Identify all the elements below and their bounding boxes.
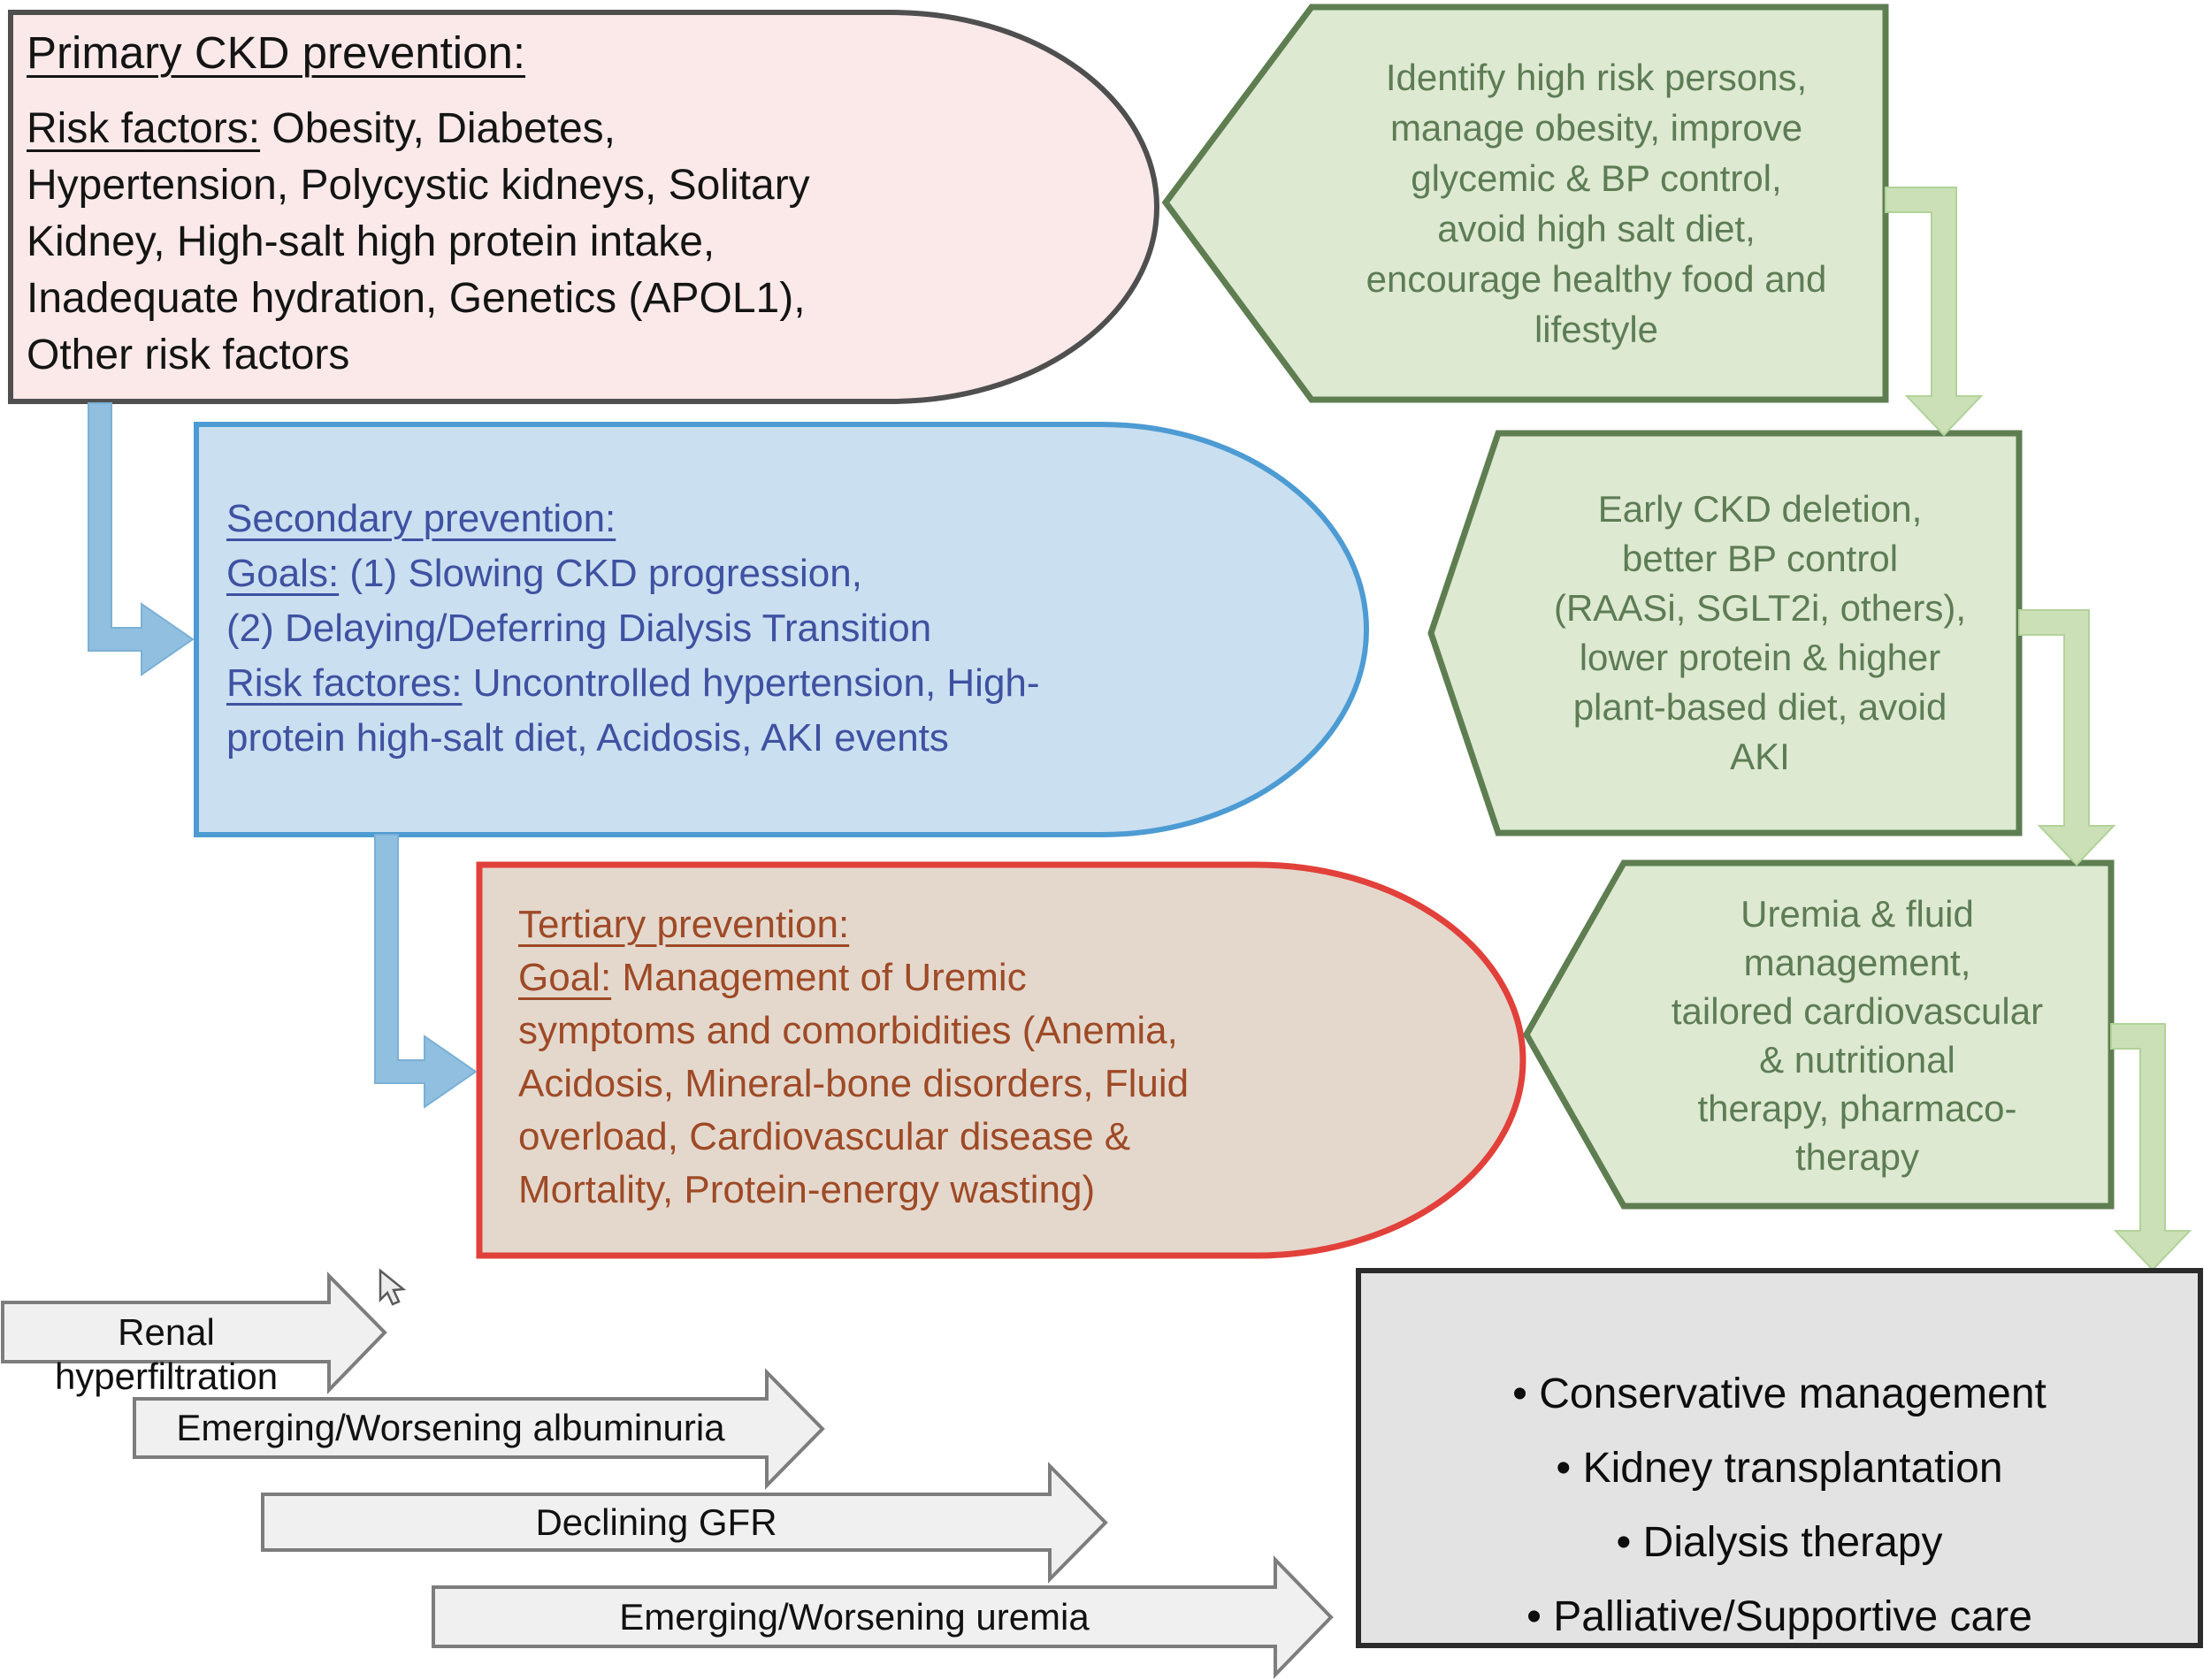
hex-line: management, xyxy=(1743,942,1971,983)
hex-line: Identify high risk persons, xyxy=(1385,57,1808,98)
hex-line: lifestyle xyxy=(1534,309,1659,350)
hex-line: AKI xyxy=(1730,736,1790,777)
outcome-item: • Dialysis therapy xyxy=(1616,1519,1943,1566)
tertiary-title: Tertiary prevention: xyxy=(518,903,850,946)
stage-arrow-3-shape xyxy=(261,1462,1108,1584)
hex-line: tailored cardiovascular xyxy=(1671,990,2044,1032)
stage-arrow-3-label: Declining GFR xyxy=(535,1501,777,1543)
green-arrow-1-icon xyxy=(1885,187,1984,437)
tertiary-line: symptoms and comorbidities (Anemia, xyxy=(518,1009,1178,1052)
tertiary-prevention-text: Tertiary prevention: Goal: Management of… xyxy=(518,898,1526,1217)
stage-arrow-1-shape xyxy=(1,1271,387,1394)
stage-arrow-1-label: Renal hyperfiltration xyxy=(54,1311,279,1397)
tertiary-line: Acidosis, Mineral-bone disorders, Fluid xyxy=(518,1062,1190,1105)
secondary-prevention-shape xyxy=(194,422,1369,837)
hex-line: manage obesity, improve xyxy=(1389,107,1803,149)
outcome-item: • Palliative/Supportive care xyxy=(1526,1593,2032,1640)
hex-line: therapy, pharmaco- xyxy=(1697,1088,2017,1129)
hex-line: plant-based diet, avoid xyxy=(1572,686,1947,728)
stage-arrow-2-label: Emerging/Worsening albuminuria xyxy=(176,1407,725,1448)
tertiary-line: overload, Cardiovascular disease & xyxy=(518,1115,1131,1158)
outcome-item: • Conservative management xyxy=(1512,1371,2047,1417)
secondary-prevention-text: Secondary prevention: Goals: (1) Slowing… xyxy=(226,492,1358,766)
secondary-line: Goals: (1) Slowing CKD progression, xyxy=(226,552,862,595)
primary-title: Primary CKD prevention: xyxy=(27,27,526,78)
blue-arrow-2-icon xyxy=(374,834,478,1109)
secondary-action-text: Early CKD deletion, better BP control (R… xyxy=(1486,485,2034,782)
outcome-item: • Kidney transplantation xyxy=(1556,1445,2003,1492)
secondary-line: Risk factores: Uncontrolled hypertension… xyxy=(226,661,1040,705)
outcomes-box xyxy=(1356,1268,2203,1648)
tertiary-prevention-shape xyxy=(476,861,1526,1259)
tertiary-action-text: Uremia & fluid management, tailored card… xyxy=(1592,890,2123,1181)
hex-line: (RAASi, SGLT2i, others), xyxy=(1553,587,1967,629)
hex-line: therapy xyxy=(1794,1136,1920,1178)
secondary-title: Secondary prevention: xyxy=(226,497,616,540)
bullet-icon: • xyxy=(1526,1593,1542,1640)
stage-arrow-4-label: Emerging/Worsening uremia xyxy=(619,1596,1090,1638)
primary-prevention-text: Primary CKD prevention: Risk factors: Ob… xyxy=(27,25,1141,384)
outcomes-list: • Conservative management • Kidney trans… xyxy=(1358,1369,2200,1643)
hex-line: Uremia & fluid xyxy=(1740,893,1974,935)
hex-line: better BP control xyxy=(1621,538,1899,579)
primary-action-text: Identify high risk persons, manage obesi… xyxy=(1291,52,1901,355)
stage-arrow-4-shape xyxy=(432,1555,1334,1679)
primary-line: Kidney, High-salt high protein intake, xyxy=(27,218,715,265)
mouse-cursor-icon xyxy=(379,1268,407,1306)
blue-arrow-1-icon xyxy=(88,402,195,676)
bullet-icon: • xyxy=(1512,1371,1527,1417)
stage-arrow-2-shape xyxy=(133,1368,825,1490)
tertiary-line: Mortality, Protein-energy wasting) xyxy=(518,1168,1096,1211)
hex-line: glycemic & BP control, xyxy=(1411,157,1782,199)
primary-line: Risk factors: Obesity, Diabetes, xyxy=(27,105,616,152)
green-arrow-3-icon xyxy=(2110,1023,2192,1271)
hex-line: lower protein & higher xyxy=(1579,637,1941,678)
hex-line: Early CKD deletion, xyxy=(1597,488,1923,530)
primary-line: Hypertension, Polycystic kidneys, Solita… xyxy=(27,162,810,209)
hex-line: avoid high salt diet, xyxy=(1437,208,1756,249)
bullet-icon: • xyxy=(1556,1445,1572,1492)
secondary-line: (2) Delaying/Deferring Dialysis Transiti… xyxy=(226,607,932,650)
primary-prevention-shape xyxy=(8,10,1159,404)
hex-line: & nutritional xyxy=(1759,1039,1955,1081)
primary-line: Other risk factors xyxy=(27,332,350,378)
primary-line: Inadequate hydration, Genetics (APOL1), xyxy=(27,275,806,322)
green-arrow-2-icon xyxy=(2018,609,2116,867)
hex-line: encourage healthy food and xyxy=(1366,258,1827,300)
bullet-icon: • xyxy=(1616,1519,1632,1566)
secondary-line: protein high-salt diet, Acidosis, AKI ev… xyxy=(226,716,949,760)
tertiary-line: Goal: Management of Uremic xyxy=(518,956,1027,999)
